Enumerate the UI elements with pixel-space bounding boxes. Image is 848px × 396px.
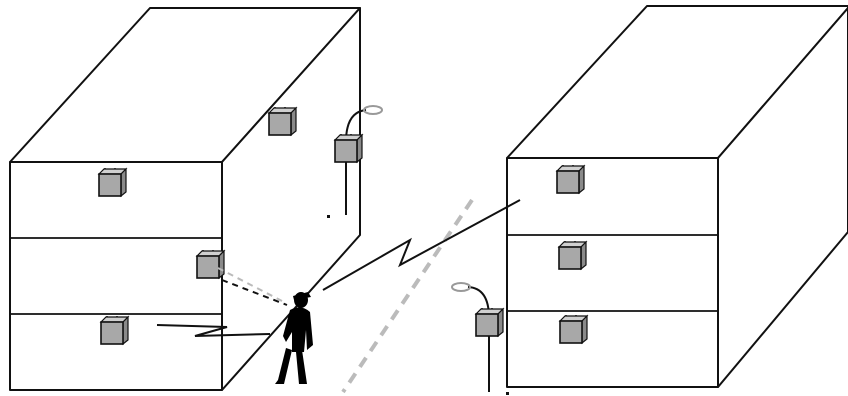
street-lamp-left bbox=[334, 105, 383, 215]
access-point-icon bbox=[559, 314, 588, 344]
access-point-icon bbox=[558, 240, 587, 270]
obstructed-link-dashed bbox=[221, 279, 288, 306]
access-point-icon bbox=[268, 106, 297, 136]
lamp-access-point-icon bbox=[475, 307, 504, 337]
left-building-front bbox=[9, 161, 223, 391]
right-building-ground-mark bbox=[506, 392, 509, 395]
wireless-link-zigzag bbox=[322, 199, 521, 291]
access-point-icon bbox=[100, 315, 129, 345]
pedestrian-icon bbox=[275, 292, 313, 384]
pedestrian-path-dashed-line bbox=[341, 198, 474, 394]
lamp-head bbox=[451, 282, 471, 292]
lamp-access-point-icon bbox=[334, 133, 363, 163]
access-point-icon bbox=[196, 249, 225, 279]
right-building-front bbox=[506, 157, 719, 388]
access-point-icon bbox=[98, 167, 127, 197]
street-lamp-right bbox=[451, 282, 504, 392]
lamp-head bbox=[363, 105, 383, 115]
access-point-icon bbox=[556, 164, 585, 194]
left-building bbox=[9, 7, 361, 391]
obstructed-link-dashed bbox=[217, 267, 285, 303]
left-building-window-mark bbox=[327, 215, 330, 218]
lamp-pole bbox=[467, 286, 490, 392]
wireless-link-zigzag bbox=[156, 324, 271, 337]
right-building bbox=[506, 5, 848, 395]
